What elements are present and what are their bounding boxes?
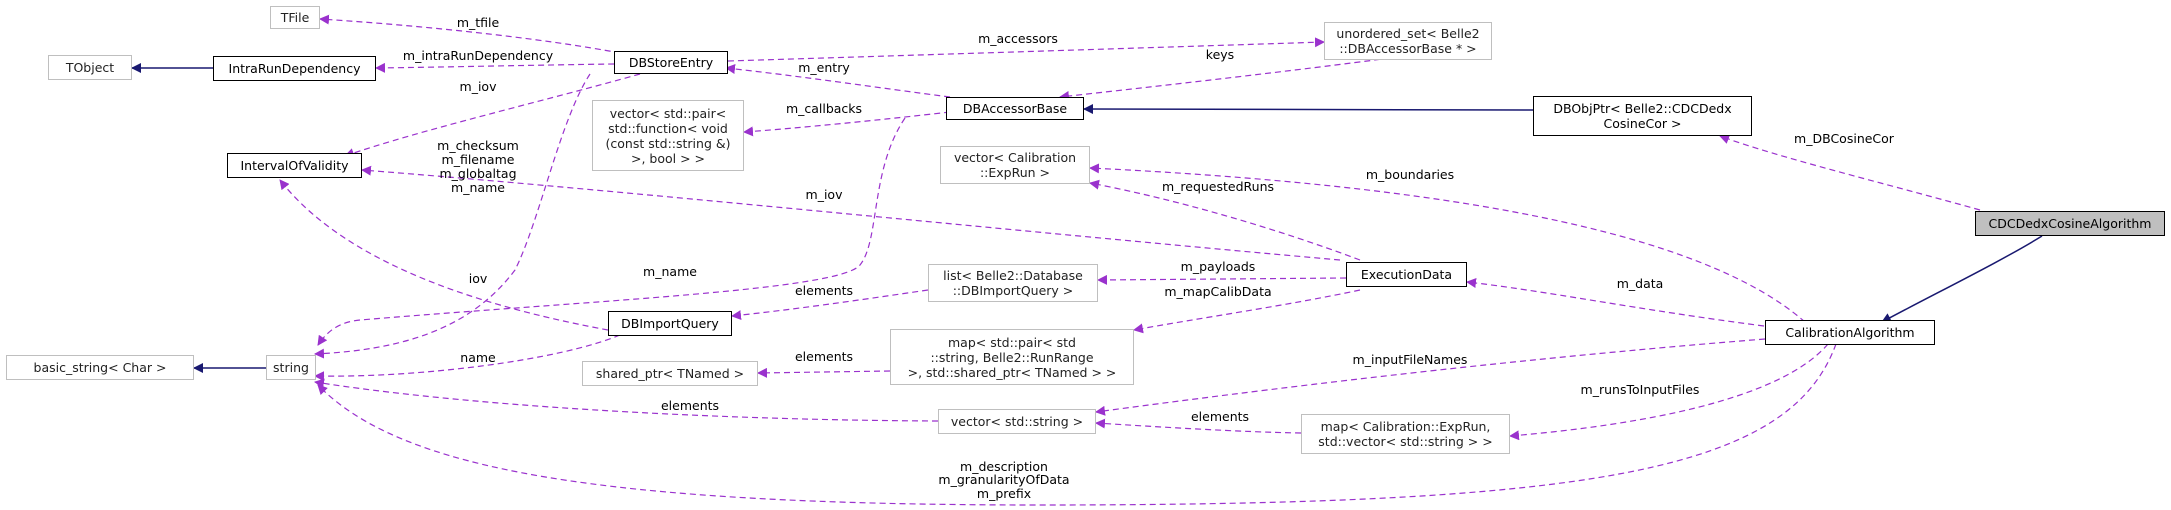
label-m-runstoinputfiles: m_runsToInputFiles [1580, 382, 1700, 397]
edge-executiondata-vectorexprun [1089, 179, 1361, 261]
node-basic-string[interactable]: basic_string< Char > [6, 355, 194, 380]
edge-cdcdedx-dbobjptr [1719, 134, 1981, 211]
edge-dbstoreentry-unorderedset [727, 37, 1325, 62]
edge-calibrationalgorithm-executiondata [1466, 278, 1765, 327]
node-list-dbimportquery[interactable]: list< Belle2::Database::DBImportQuery > [928, 264, 1098, 302]
node-unorderedset-dbaccessorbase[interactable]: unordered_set< Belle2::DBAccessorBase * … [1324, 22, 1492, 60]
node-intrarundependency[interactable]: IntraRunDependency [213, 56, 376, 81]
label-m-prefix: m_prefix [976, 486, 1032, 501]
edge-executiondata-listdbimportquery [1097, 274, 1347, 285]
label-m-accessors: m_accessors [978, 31, 1058, 46]
label-elements-map: elements [794, 349, 854, 364]
node-map-pair-runrange[interactable]: map< std::pair< std::string, Belle2::Run… [890, 329, 1134, 385]
edge-dbobjptr-dbaccessorbase [1083, 104, 1534, 115]
label-m-inputfilenames: m_inputFileNames [1352, 352, 1468, 367]
edge-unorderedset-dbaccessorbase [1059, 57, 1391, 101]
label-m-entry: m_entry [798, 60, 850, 75]
edge-dbstoreentry-intrarundependency [375, 62, 615, 73]
edge-dbstoreentry-intervalofvalidity [344, 73, 641, 158]
edge-dbaccessorbase-dbstoreentry [725, 63, 951, 98]
label-m-dbcosinecor: m_DBCosineCor [1794, 131, 1894, 146]
node-map-exprun-vector[interactable]: map< Calibration::ExpRun, std::vector< s… [1301, 414, 1510, 454]
edge-listdbimportquery-dbimportquery [731, 289, 929, 321]
node-cdcdedxcosinealgorithm[interactable]: CDCDedxCosineAlgorithm [1975, 211, 2165, 236]
label-m-filename: m_filename [441, 152, 515, 167]
edge-dbaccessorbase-string [317, 117, 906, 346]
label-m-data: m_data [1616, 276, 1664, 291]
edge-dbimportquery-intervalofvalidity [279, 179, 609, 331]
node-tfile[interactable]: TFile [270, 6, 320, 29]
edge-calibrationalgorithm-mapexprun [1509, 343, 1829, 441]
edge-vectorstring-string [314, 378, 939, 422]
node-executiondata[interactable]: ExecutionData [1346, 262, 1467, 287]
label-m-globaltag: m_globaltag [439, 166, 517, 181]
edge-mappair-sharedptr [757, 367, 891, 378]
label-m-tfile: m_tfile [456, 15, 500, 30]
edge-dbstoreentry-tfile [319, 14, 641, 58]
label-elements-vector: elements [1190, 409, 1250, 424]
label-m-payloads: m_payloads [1180, 259, 1256, 274]
node-tobject[interactable]: TObject [48, 55, 132, 80]
label-m-requestedruns: m_requestedRuns [1161, 179, 1275, 194]
label-m-iov-mid: m_iov [805, 187, 843, 202]
label-keys: keys [1205, 47, 1235, 62]
edge-executiondata-mappair [1133, 289, 1361, 334]
label-elements-list: elements [794, 283, 854, 298]
edge-calibrationalgorithm-string [317, 343, 1837, 506]
label-m-description: m_description [960, 459, 1048, 474]
label-elements-string: elements [660, 398, 720, 413]
node-dbimportquery[interactable]: DBImportQuery [608, 311, 732, 336]
edge-calibrationalgorithm-vectorexprun [1089, 163, 1806, 323]
usage-edges [279, 14, 1981, 506]
node-vector-calibration-exprun[interactable]: vector< Calibration::ExpRun > [940, 146, 1090, 184]
label-m-boundaries: m_boundaries [1365, 167, 1455, 182]
inheritance-edges [131, 63, 2043, 373]
label-name: name [460, 350, 496, 365]
edge-executiondata-intervalofvalidity [361, 165, 1341, 261]
node-vector-std-string[interactable]: vector< std::string > [938, 409, 1096, 434]
label-m-iov-top: m_iov [459, 79, 497, 94]
edge-dbaccessorbase-vectorfunction [743, 111, 951, 137]
edge-dbstoreentry-string [314, 73, 591, 359]
label-m-name: m_name [643, 264, 697, 279]
node-intervalofvalidity[interactable]: IntervalOfValidity [227, 153, 362, 178]
label-m-intrarundependency: m_intraRunDependency [402, 48, 554, 63]
node-vector-pair-function[interactable]: vector< std::pair<std::function< void(co… [592, 100, 744, 171]
label-m-granularityofdata: m_granularityOfData [938, 472, 1070, 487]
edge-calibrationalgorithm-vectorstring [1095, 338, 1766, 416]
node-dbstoreentry[interactable]: DBStoreEntry [614, 51, 728, 74]
label-m-callbacks: m_callbacks [785, 101, 863, 116]
label-m-name-multi: m_name [451, 180, 505, 195]
edge-cdcdedx-calibrationalgorithm [1881, 235, 2043, 323]
label-iov: iov [468, 271, 488, 286]
node-dbaccessorbase[interactable]: DBAccessorBase [946, 97, 1084, 120]
label-m-checksum: m_checksum [437, 138, 519, 153]
label-m-mapcalibdata: m_mapCalibData [1164, 284, 1272, 299]
node-shared-ptr-tnamed[interactable]: shared_ptr< TNamed > [582, 361, 758, 386]
node-string[interactable]: string [266, 355, 316, 380]
node-calibrationalgorithm[interactable]: CalibrationAlgorithm [1765, 320, 1935, 345]
edge-mapexprun-vectorstring [1095, 418, 1302, 434]
